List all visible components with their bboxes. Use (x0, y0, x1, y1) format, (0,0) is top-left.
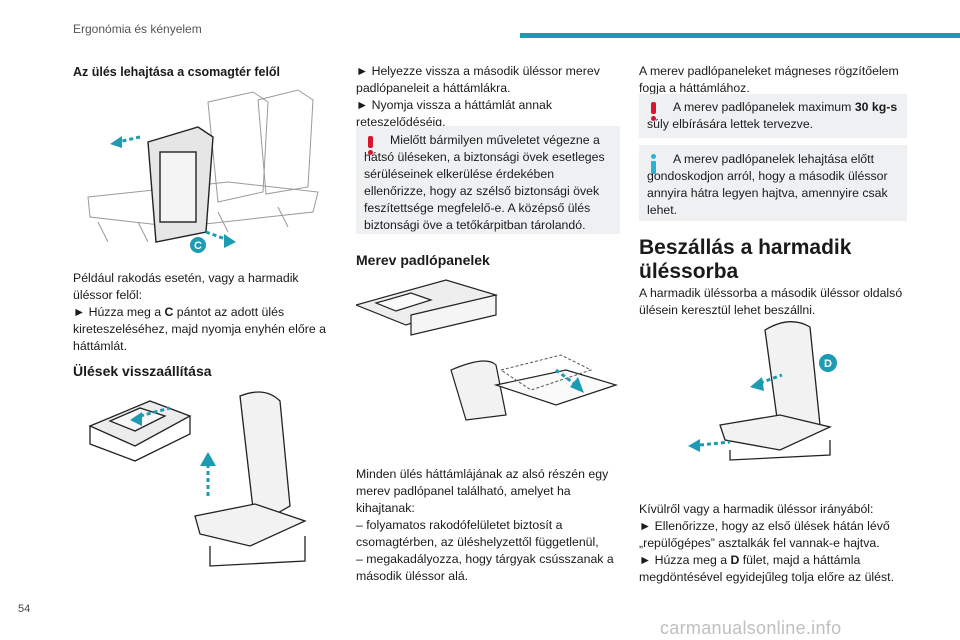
seat-restore-illustration (88, 391, 307, 567)
warning-icon (651, 102, 656, 121)
para-example-loading: Például rakodás esetén, vagy a harmadik … (73, 271, 299, 302)
para-access-through-side-seats: A harmadik üléssorba a második üléssor o… (639, 286, 903, 317)
para-magnetic-fastener: A merev padlópaneleket mágneses rögzítőe… (639, 64, 899, 95)
warning-box-weight: A merev padlópanelek maximum 30 kg-s súl… (639, 94, 907, 138)
info-icon (651, 154, 656, 174)
para-check-trays: ► Ellenőrizze, hogy az első ülések hátán… (639, 519, 890, 550)
para-pull-strap-c: ► Húzza meg a C pántot az adott ülés kir… (73, 305, 326, 353)
para-continuous-surface: – folyamatos rakodófelületet biztosít a … (356, 518, 599, 549)
floor-panel-illustration (356, 279, 618, 421)
warning-text-seatbelt: Mielőtt bármilyen műveletet végezne a há… (364, 133, 605, 232)
seat-fold-illustration: C (87, 89, 319, 253)
para-from-outside: Kívülről vagy a harmadik üléssor irányáb… (639, 502, 874, 516)
warning-icon (368, 136, 373, 155)
title-rigid-floor-panels: Merev padlópanelek (356, 252, 490, 268)
para-pull-tab-d: ► Húzza meg a D fület, majd a háttámla m… (639, 553, 894, 584)
page-number: 54 (18, 603, 31, 615)
para-put-back-panels: ► Helyezze vissza a második üléssor mere… (356, 64, 600, 95)
title-seat-restore: Ülések visszaállítása (73, 363, 212, 379)
badge-c: C (194, 240, 202, 252)
info-text-fold-panels: A merev padlópanelek lehajtása előtt gon… (647, 152, 888, 217)
info-box-fold-panels: A merev padlópanelek lehajtása előtt gon… (639, 145, 907, 221)
title-third-row-access: Beszállás a harmadik üléssorba (639, 236, 852, 283)
badge-d: D (824, 358, 832, 370)
para-prevents-sliding: – megakadályozza, hogy tárgyak csússzana… (356, 552, 614, 583)
para-each-backrest-panel: Minden ülés háttámlájának az alsó részén… (356, 467, 609, 515)
para-push-back-backrest: ► Nyomja vissza a háttámlát annak retesz… (356, 98, 553, 129)
header-accent-bar (520, 33, 960, 38)
title-fold-from-boot: Az ülés lehajtása a csomagtér felől (73, 65, 281, 79)
warning-text-weight: A merev padlópanelek maximum 30 kg-s súl… (647, 100, 898, 131)
seat-tilt-illustration: D (688, 321, 837, 461)
watermark: carmanualsonline.info (660, 618, 842, 638)
warning-box-seatbelt: Mielőtt bármilyen műveletet végezne a há… (356, 126, 620, 234)
header-section: Ergonómia és kényelem (73, 22, 202, 36)
